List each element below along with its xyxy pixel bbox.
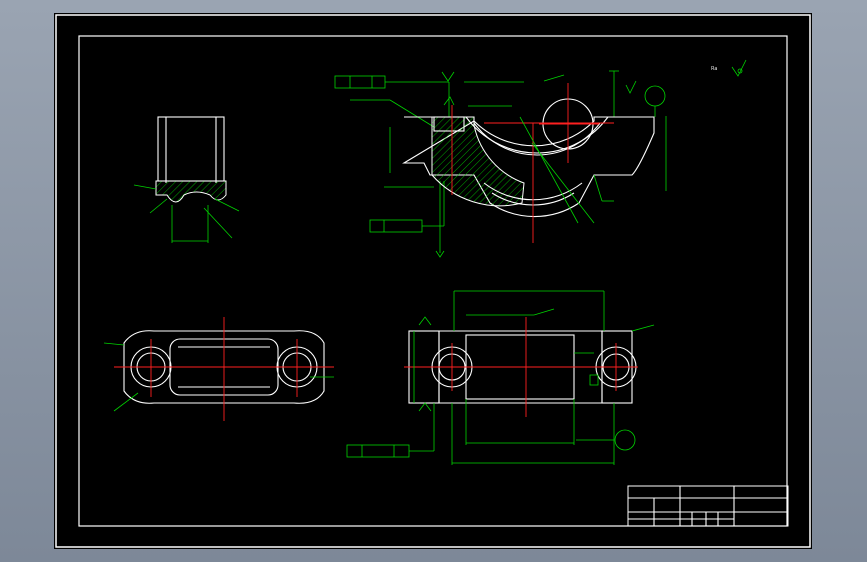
svg-text:Ra: Ra: [711, 66, 717, 72]
drawing-canvas: Ra: [55, 14, 811, 548]
main-section-view: [334, 70, 667, 258]
roughness-note-icon: Ra: [711, 59, 747, 77]
outer-border: [55, 14, 811, 548]
inner-frame: [78, 35, 788, 527]
detail-section-view: [133, 116, 240, 243]
title-block: [627, 485, 789, 527]
plan-view-right: [346, 290, 655, 465]
cad-drawing-viewport[interactable]: Ra: [54, 13, 812, 549]
plan-view-left: [103, 317, 334, 421]
